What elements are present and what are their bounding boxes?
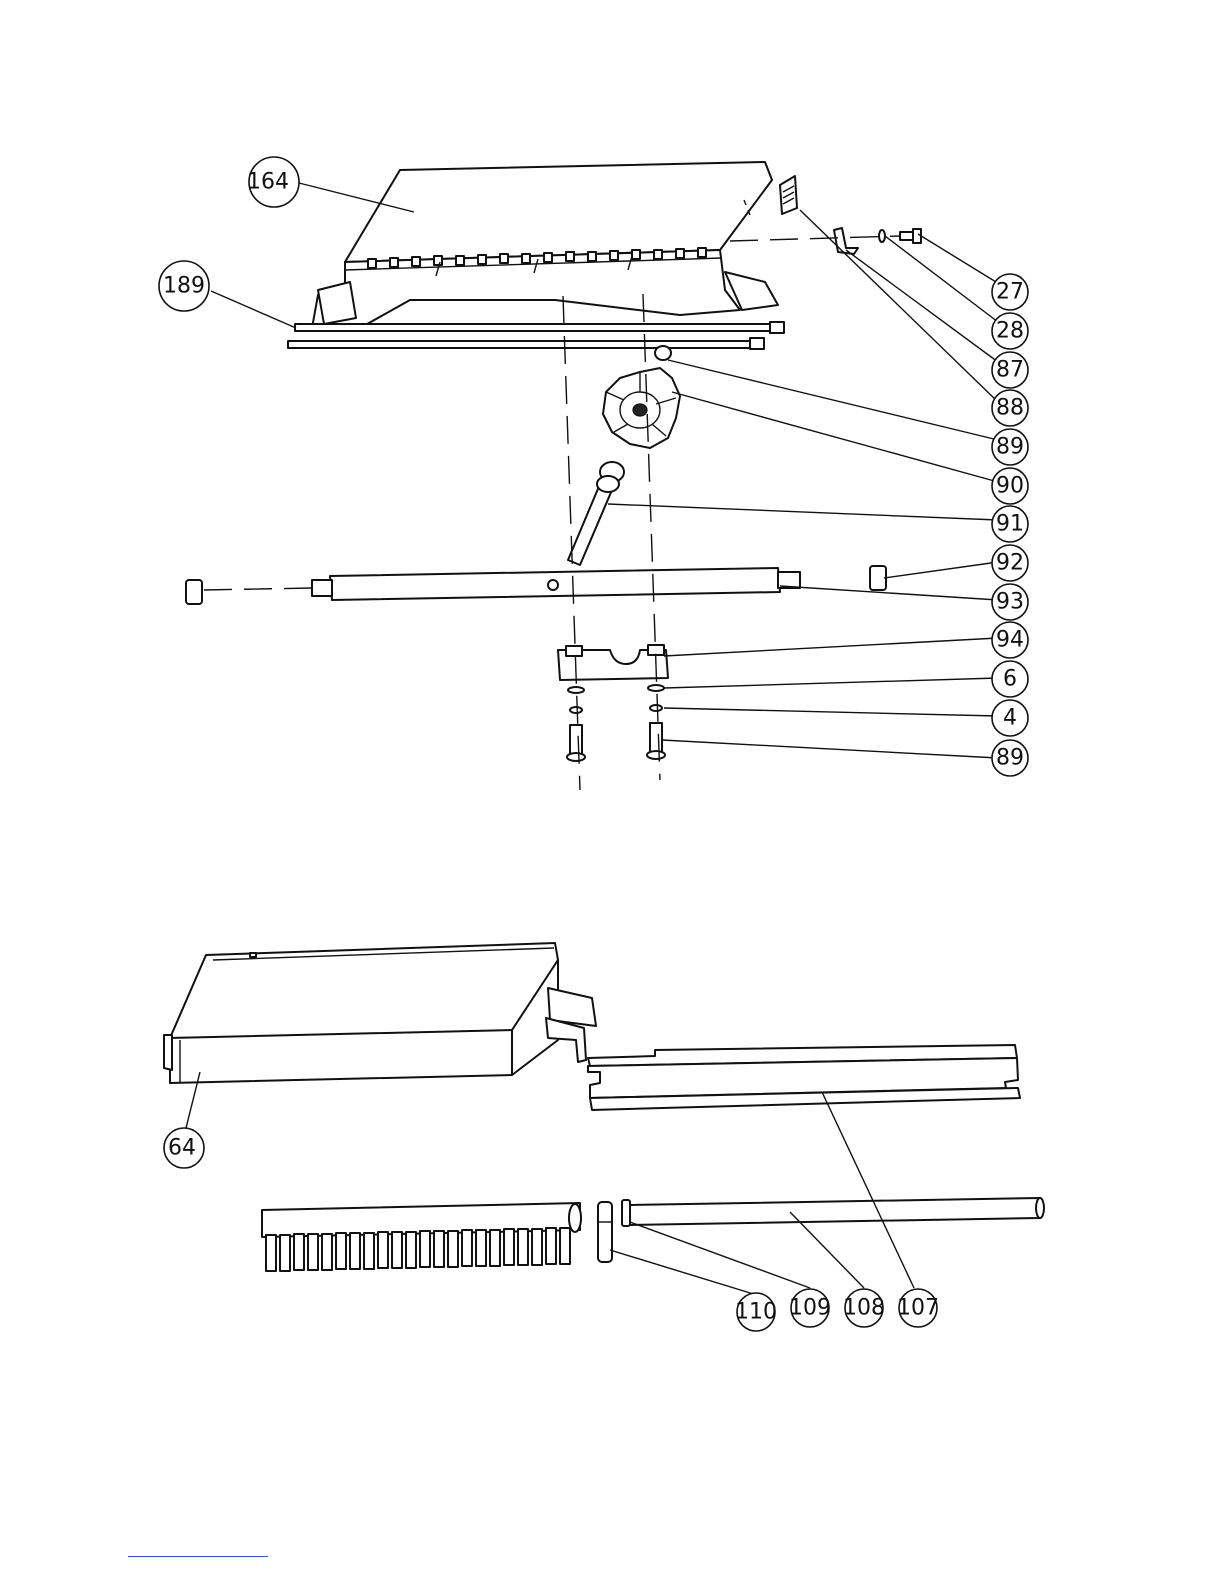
part-89-cap xyxy=(655,346,671,360)
part-27-screw xyxy=(900,229,921,243)
footer-rule xyxy=(128,1556,268,1557)
part-4-washer xyxy=(650,705,662,711)
end-cap-left xyxy=(186,580,202,604)
callout-90: 90 xyxy=(992,468,1028,504)
callout-64-label: 64 xyxy=(168,1136,196,1161)
bolt-left xyxy=(567,725,585,761)
callout-28-label: 28 xyxy=(996,319,1024,344)
part-189-rods xyxy=(288,322,784,349)
callout-92: 92 xyxy=(992,545,1028,581)
callout-88: 88 xyxy=(992,390,1028,426)
callout-91-label: 91 xyxy=(996,512,1024,537)
washers-left xyxy=(568,687,584,713)
part-109-washer xyxy=(622,1200,630,1226)
callout-87-label: 87 xyxy=(996,358,1024,383)
part-91-spindle xyxy=(568,462,624,565)
callout-90-label: 90 xyxy=(996,474,1024,499)
callout-108: 108 xyxy=(843,1289,885,1327)
callout-189-label: 189 xyxy=(163,274,205,299)
callout-balloons: 164 189 27 28 87 88 89 90 xyxy=(159,157,1028,1331)
callout-94: 94 xyxy=(992,622,1028,658)
callout-109-label: 109 xyxy=(789,1296,831,1321)
part-6-washer xyxy=(648,685,664,691)
callout-4: 4 xyxy=(992,700,1028,736)
part-108-rod xyxy=(630,1198,1044,1225)
part-164-housing xyxy=(312,162,778,328)
callout-94-label: 94 xyxy=(996,628,1024,653)
upper-assembly xyxy=(186,162,998,790)
grille-plate xyxy=(780,176,797,214)
callout-6-label: 6 xyxy=(1003,667,1017,692)
callout-108-label: 108 xyxy=(843,1296,885,1321)
callout-110-label: 110 xyxy=(735,1300,777,1325)
callout-89-upper: 89 xyxy=(992,429,1028,465)
part-89-bolt xyxy=(647,723,665,759)
part-92-end-cap xyxy=(870,566,886,590)
callout-107-label: 107 xyxy=(897,1296,939,1321)
part-94-bracket xyxy=(558,645,668,680)
callout-64: 64 xyxy=(164,1128,204,1168)
callout-189: 189 xyxy=(159,261,209,311)
part-93-shaft xyxy=(312,568,800,600)
part-90-knob xyxy=(603,368,680,448)
callout-27-label: 27 xyxy=(996,280,1024,305)
comb-strip xyxy=(262,1203,581,1271)
callout-89-upper-label: 89 xyxy=(996,435,1024,460)
part-64-housing xyxy=(164,943,596,1083)
callout-110: 110 xyxy=(735,1293,777,1331)
callout-109: 109 xyxy=(789,1289,831,1327)
callout-91: 91 xyxy=(992,506,1028,542)
part-28-washer xyxy=(879,230,885,242)
callout-88-label: 88 xyxy=(996,396,1024,421)
callout-89-lower-label: 89 xyxy=(996,746,1024,771)
assembly-axes xyxy=(204,236,900,790)
lower-assembly xyxy=(164,943,1044,1296)
callout-28: 28 xyxy=(992,313,1028,349)
part-110-spacer xyxy=(598,1202,612,1262)
callout-27: 27 xyxy=(992,274,1028,310)
callout-4-label: 4 xyxy=(1003,706,1017,731)
callout-89-lower: 89 xyxy=(992,740,1028,776)
callout-87: 87 xyxy=(992,352,1028,388)
callout-6: 6 xyxy=(992,661,1028,697)
callout-107: 107 xyxy=(897,1289,939,1327)
callout-93-label: 93 xyxy=(996,590,1024,615)
part-107-plate xyxy=(588,1045,1020,1110)
callout-92-label: 92 xyxy=(996,551,1024,576)
callout-164-label: 164 xyxy=(247,170,289,195)
callout-164: 164 xyxy=(247,157,299,207)
callout-93: 93 xyxy=(992,584,1028,620)
